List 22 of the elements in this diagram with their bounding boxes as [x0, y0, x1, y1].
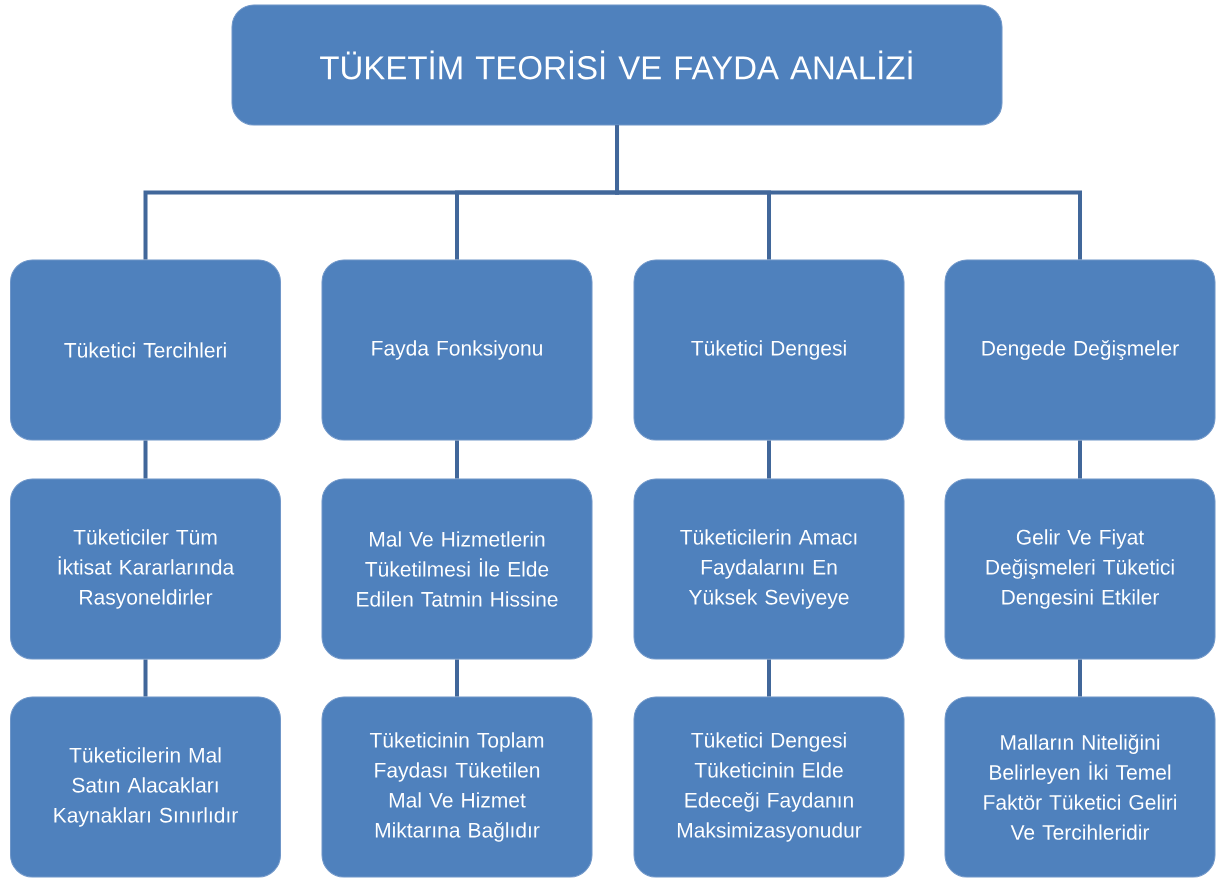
topic-box: Gelir Ve Fiyat Değişmeleri Tüketici Dengesini Etkiler	[944, 478, 1216, 660]
connector-line	[143, 659, 148, 697]
connector-line	[767, 659, 771, 697]
title-box: TÜKETİM TEORİSİ VE FAYDA ANALİZİ	[231, 4, 1003, 126]
topic-box: Tüketicilerin Mal Satın Alacakları Kaynakları Sınırlıdır	[10, 696, 281, 878]
topic-box: Dengede Değişmeler	[944, 259, 1216, 441]
connector-line	[1078, 440, 1082, 479]
topic-box: Tüketici Tercihleri	[10, 259, 281, 441]
topic-box: Fayda Fonksiyonu	[321, 259, 593, 441]
topic-box: Mal Ve Hizmetlerin Tüketilmesi İle Elde Edilen Tatmin Hissine	[321, 478, 593, 660]
topic-box: Tüketici Dengesi	[633, 259, 905, 441]
topic-box: Malların Niteliğini Belirleyen İki Temel Faktör Tüketici Geliri Ve Tercihleridir	[944, 696, 1216, 878]
connector-line	[143, 440, 148, 479]
connector-line	[455, 659, 459, 697]
connector-line	[767, 440, 771, 479]
topic-box: Tüketicilerin Amacı Faydalarını En Yüksek Seviyeye	[633, 478, 905, 660]
topic-box: Tüketiciler Tüm İktisat Kararlarında Rasyoneldirler	[10, 478, 281, 660]
topic-box: Tüketicinin Toplam Faydası Tüketilen Mal Ve Hizmet Miktarına Bağlıdır	[321, 696, 593, 878]
connector-line	[615, 125, 1082, 260]
connector-line	[1078, 659, 1082, 697]
connector-line	[455, 440, 459, 479]
topic-box: Tüketici Dengesi Tüketicinin Elde Edeceği Faydanın Maksimizasyonudur	[633, 696, 905, 878]
